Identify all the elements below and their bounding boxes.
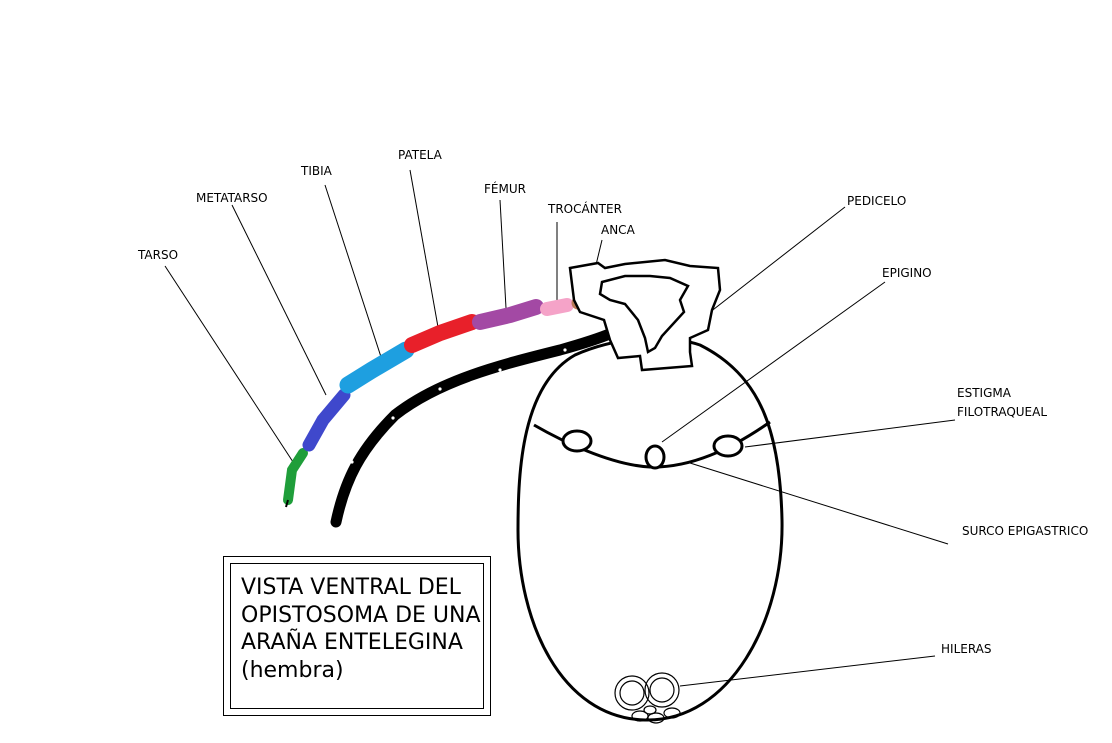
pedicel-outline [568, 258, 722, 372]
title-line-2: OPISTOSOMA DE UNA [241, 602, 481, 628]
pointer-line-patela [409, 169, 439, 328]
label-estigma-line2: FILOTRAQUEAL [957, 405, 1047, 419]
pointer-line-metatarso [231, 204, 327, 396]
pointer-line-femur [499, 199, 507, 309]
label-trocanter: TROCÁNTER [547, 201, 622, 216]
segment-trocanter [540, 298, 574, 316]
stigma-right [712, 434, 744, 458]
epigyne [644, 444, 666, 470]
leg-joint [391, 416, 395, 420]
diagram-title: VISTA VENTRAL DEL OPISTOSOMA DE UNA ARAÑ… [241, 574, 481, 684]
leg-joint [438, 387, 442, 391]
spinneret [619, 680, 645, 706]
title-line-4: (hembra) [241, 657, 344, 683]
pointer-line-tibia [324, 184, 383, 361]
spinneret [644, 672, 680, 708]
spinneret [647, 712, 665, 724]
segment-tibia [339, 341, 415, 394]
spinneret [649, 677, 675, 703]
abdomen-outline [516, 336, 784, 722]
leg-joint [350, 460, 354, 464]
title-line-3: ARAÑA ENTELEGINA [241, 630, 463, 655]
title-box-inner: VISTA VENTRAL DEL OPISTOSOMA DE UNA ARAÑ… [230, 563, 484, 709]
segment-tarso [283, 448, 308, 505]
spinnerets [614, 672, 681, 724]
pointer-line-surco [689, 462, 949, 545]
pointer-line-hileras [679, 655, 936, 687]
label-tarso: TARSO [137, 248, 178, 262]
stigma-left [561, 429, 593, 453]
second-leg-joints [350, 348, 567, 464]
pointer-line-estigma [744, 419, 956, 448]
label-pedicelo: PEDICELO [847, 194, 906, 208]
tarso-tip [285, 499, 289, 508]
spinneret [614, 675, 650, 711]
pointer-lines [164, 169, 956, 687]
label-epigino: EPIGINO [882, 266, 932, 280]
leg-joint [498, 368, 502, 372]
spinneret [643, 705, 657, 715]
label-metatarso: METATARSO [196, 191, 268, 205]
spinneret [663, 707, 681, 719]
segment-patela [404, 314, 480, 353]
title-line-1: VISTA VENTRAL DEL [241, 575, 461, 600]
pedicel-inner-outline [598, 274, 690, 354]
label-femur: FÉMUR [484, 181, 526, 196]
segment-metatarso [302, 388, 351, 452]
label-hileras: HILERAS [941, 642, 992, 656]
segment-femur [472, 299, 544, 330]
leg-joint [563, 348, 567, 352]
label-surco: SURCO EPIGASTRICO [962, 524, 1088, 538]
label-estigma-line1: ESTIGMA [957, 386, 1012, 400]
second-leg [330, 327, 618, 528]
pointer-line-epigino [661, 281, 886, 443]
pointer-line-tarso [164, 265, 296, 466]
label-patela: PATELA [398, 148, 443, 162]
label-tibia: TIBIA [300, 164, 333, 178]
title-box: VISTA VENTRAL DEL OPISTOSOMA DE UNA ARAÑ… [223, 556, 491, 716]
label-anca: ANCA [601, 223, 636, 237]
